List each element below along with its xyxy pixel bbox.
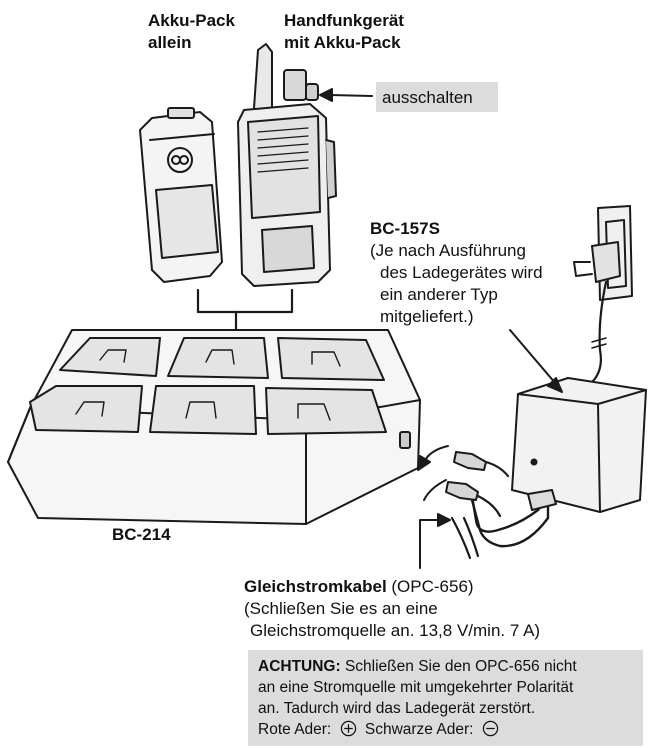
warning-line-4: Rote Ader: Schwarze Ader: bbox=[258, 719, 633, 740]
battery-pack-label-2: allein bbox=[148, 32, 191, 53]
plus-circle-icon bbox=[340, 720, 357, 737]
warning-line-1: ACHTUNG: Schließen Sie den OPC-656 nicht bbox=[258, 656, 633, 677]
multi-charger-icon bbox=[8, 330, 420, 524]
dc-cable-note-1: (Schließen Sie es an eine bbox=[244, 598, 438, 619]
adapter-model-label: BC-157S bbox=[370, 218, 440, 239]
dc-cable-label: Gleichstromkabel (OPC-656) bbox=[244, 576, 474, 597]
dc-cable-name: Gleichstromkabel bbox=[244, 577, 387, 596]
red-wire-label: Rote Ader: bbox=[258, 721, 331, 738]
adapter-note-3: ein anderer Typ bbox=[380, 284, 498, 305]
transceiver-icon bbox=[238, 44, 336, 286]
transceiver-label: Handfunkgerät bbox=[284, 10, 404, 31]
adapter-note-1: (Je nach Ausführung bbox=[370, 240, 526, 261]
battery-pack-label: Akku-Pack bbox=[148, 10, 235, 31]
battery-pack-icon bbox=[140, 108, 222, 282]
warning-line-2: an eine Stromquelle mit umgekehrter Pola… bbox=[258, 677, 633, 698]
charger-model-label: BC-214 bbox=[112, 524, 171, 545]
dc-cable-note-2: Gleichstromquelle an. 13,8 V/min. 7 A) bbox=[250, 620, 540, 641]
adapter-note-4: mitgeliefert.) bbox=[380, 306, 474, 327]
warning-line-1-text: Schließen Sie den OPC-656 nicht bbox=[341, 658, 577, 675]
switch-off-label: ausschalten bbox=[382, 87, 473, 108]
warning-title: ACHTUNG: bbox=[258, 658, 341, 675]
dc-cable-model: (OPC-656) bbox=[387, 577, 474, 596]
warning-line-3: an. Tadurch wird das Ladegerät zerstört. bbox=[258, 698, 633, 719]
black-wire-label: Schwarze Ader: bbox=[365, 721, 474, 738]
minus-circle-icon bbox=[482, 720, 499, 737]
wall-outlet-icon bbox=[574, 206, 632, 300]
transceiver-label-2: mit Akku-Pack bbox=[284, 32, 401, 53]
warning-box: ACHTUNG: Schließen Sie den OPC-656 nicht… bbox=[248, 650, 643, 746]
ac-adapter-icon bbox=[512, 378, 646, 512]
adapter-note-2: des Ladegerätes wird bbox=[380, 262, 543, 283]
